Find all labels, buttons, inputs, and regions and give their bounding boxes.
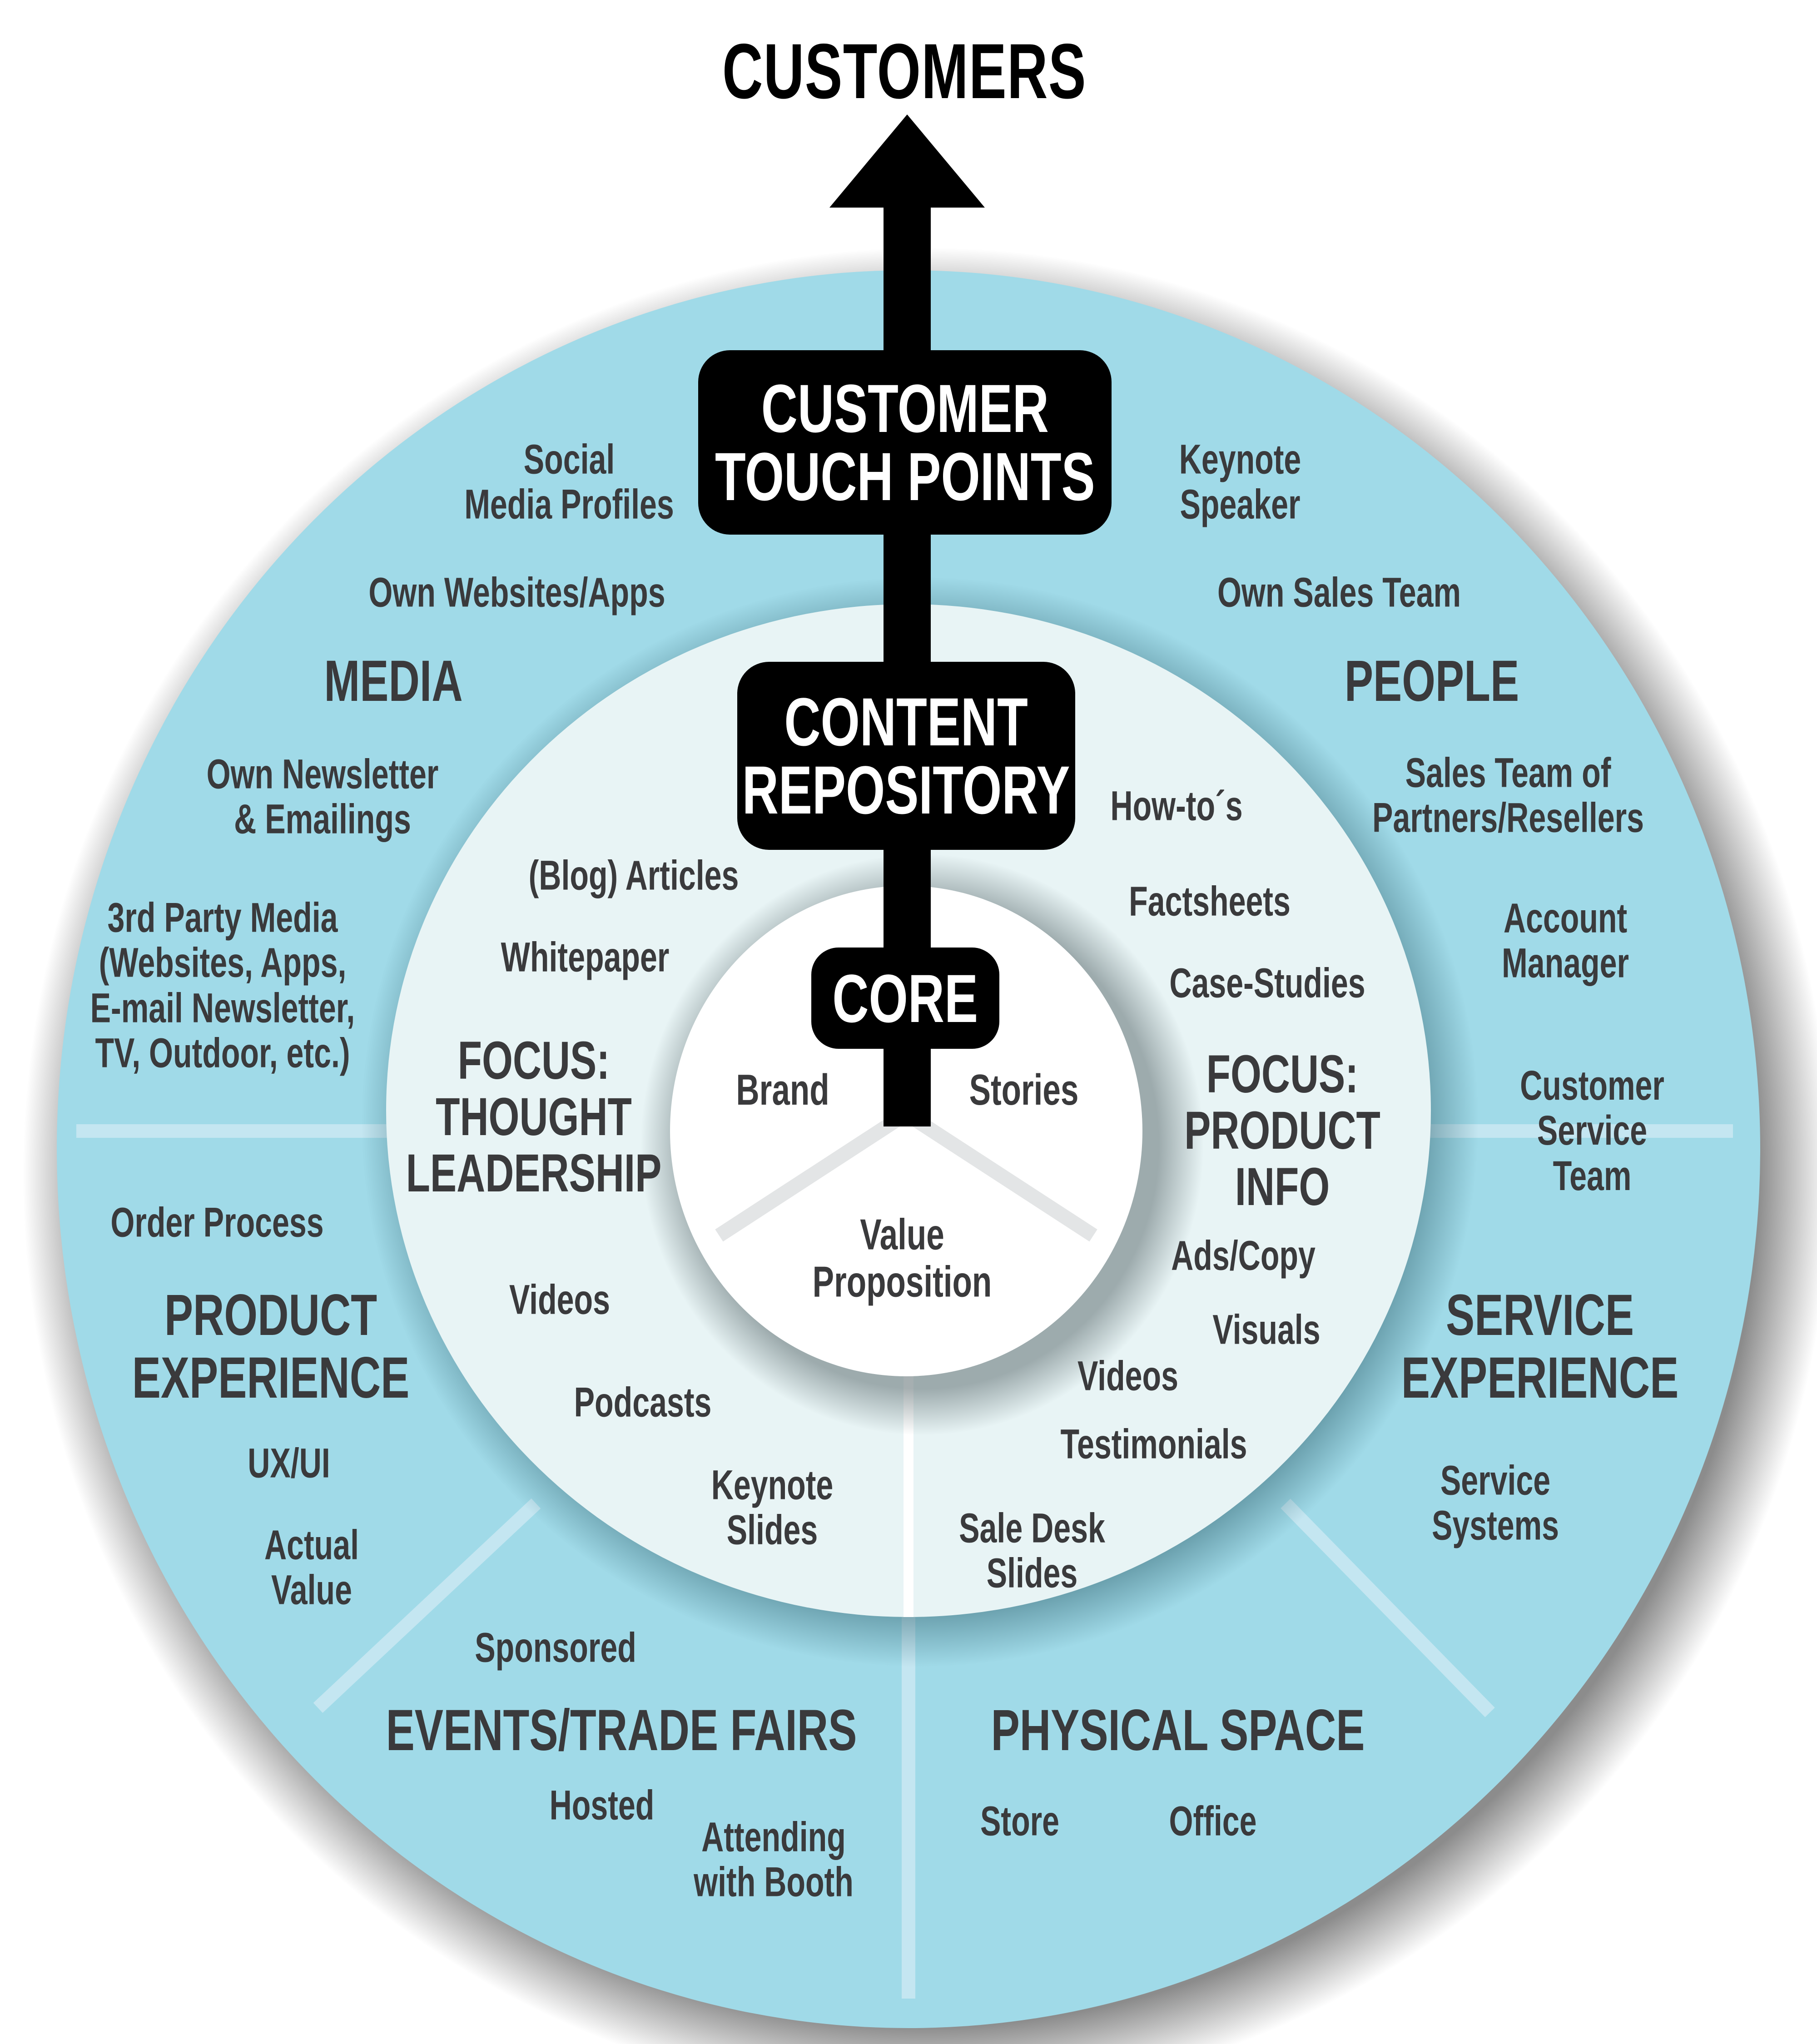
focus-left-line-3: LEADERSHIP xyxy=(406,1143,662,1203)
content-item-visuals: Visuals xyxy=(1212,1306,1321,1353)
service-systems-line-1: Service xyxy=(1440,1457,1551,1504)
booth-line-2: with Booth xyxy=(694,1859,854,1905)
content-item-keynote-slides: Keynote Slides xyxy=(711,1463,834,1553)
focus-left-line-2: THOUGHT xyxy=(436,1087,632,1147)
touchpoint-order-process: Order Process xyxy=(110,1199,324,1246)
cst-line-1: Customer xyxy=(1520,1062,1664,1109)
content-item-videos-left: Videos xyxy=(509,1276,610,1323)
third-party-line-2: (Websites, Apps, xyxy=(99,939,347,986)
value-proposition-line-1: Value xyxy=(860,1210,944,1259)
content-repository-line-1: CONTENT xyxy=(784,684,1028,760)
focus-product-info: FOCUS: PRODUCT INFO xyxy=(1184,1044,1380,1217)
arrow-head xyxy=(829,114,985,208)
content-repository-line-2: REPOSITORY xyxy=(742,752,1070,828)
touchpoint-own-sales-team: Own Sales Team xyxy=(1217,569,1461,616)
touchpoint-ux-ui: UX/UI xyxy=(248,1440,330,1487)
category-product-experience: PRODUCT EXPERIENCE xyxy=(132,1284,410,1409)
touch-points-box: CUSTOMER TOUCH POINTS xyxy=(698,350,1112,535)
keynote-slides-line-1: Keynote xyxy=(711,1462,834,1508)
newsletter-line-2: & Emailings xyxy=(234,796,411,843)
sale-desk-line-1: Sale Desk xyxy=(959,1505,1105,1552)
content-item-sale-desk-slides: Sale Desk Slides xyxy=(959,1506,1105,1597)
touchpoint-social-media-profiles: Social Media Profiles xyxy=(464,437,674,528)
cst-line-3: Team xyxy=(1553,1152,1632,1199)
category-people: PEOPLE xyxy=(1344,648,1519,714)
category-media: MEDIA xyxy=(324,648,463,714)
touchpoint-actual-value: Actual Value xyxy=(264,1523,359,1613)
focus-left-line-1: FOCUS: xyxy=(457,1031,610,1091)
service-systems-line-2: Systems xyxy=(1431,1503,1559,1549)
touchpoint-office: Office xyxy=(1169,1798,1257,1845)
account-line-1: Account xyxy=(1503,895,1628,942)
account-line-2: Manager xyxy=(1502,940,1629,987)
content-item-videos-right: Videos xyxy=(1077,1353,1178,1399)
focus-thought-leadership: FOCUS: THOUGHT LEADERSHIP xyxy=(406,1031,662,1203)
category-physical-space: PHYSICAL SPACE xyxy=(991,1697,1365,1763)
core-item-stories: Stories xyxy=(969,1066,1079,1115)
partners-line-2: Partners/Resellers xyxy=(1372,795,1644,841)
focus-right-line-1: FOCUS: xyxy=(1206,1044,1359,1105)
focus-right-line-3: INFO xyxy=(1235,1156,1330,1217)
touchpoint-partner-sales-team: Sales Team of Partners/Resellers xyxy=(1372,749,1644,841)
touchpoint-service-systems: Service Systems xyxy=(1431,1457,1559,1549)
content-item-whitepaper: Whitepaper xyxy=(501,934,670,981)
touchpoint-hosted: Hosted xyxy=(549,1782,655,1829)
content-item-blog-articles: (Blog) Articles xyxy=(528,852,739,899)
content-item-how-tos: How-to´s xyxy=(1110,783,1243,829)
core-circle xyxy=(670,886,1142,1376)
divider-lower-left xyxy=(313,1498,541,1713)
sale-desk-line-2: Slides xyxy=(986,1550,1078,1597)
touchpoint-own-websites-apps: Own Websites/Apps xyxy=(368,569,665,616)
touchpoint-attending-with-booth: Attending with Booth xyxy=(694,1815,854,1905)
product-experience-line-2: EXPERIENCE xyxy=(132,1345,410,1410)
touchpoint-keynote-speaker: Keynote Speaker xyxy=(1179,437,1301,528)
content-item-case-studies: Case-Studies xyxy=(1169,960,1365,1007)
cst-line-2: Service xyxy=(1537,1107,1648,1154)
partners-line-1: Sales Team of xyxy=(1405,749,1611,796)
service-experience-line-2: EXPERIENCE xyxy=(1401,1345,1679,1410)
content-repository-box: CONTENT REPOSITORY xyxy=(737,662,1075,850)
category-events-trade-fairs: EVENTS/TRADE FAIRS xyxy=(386,1697,857,1763)
category-service-experience: SERVICE EXPERIENCE xyxy=(1401,1284,1679,1409)
core-item-brand: Brand xyxy=(736,1066,829,1115)
keynote-slides-line-2: Slides xyxy=(726,1507,818,1553)
keynote-speaker-line-1: Keynote xyxy=(1179,436,1301,483)
core-box-label: CORE xyxy=(832,960,978,1037)
core-item-value-proposition: Value Proposition xyxy=(813,1211,992,1305)
third-party-line-3: E-mail Newsletter, xyxy=(90,985,355,1031)
booth-line-1: Attending xyxy=(701,1814,846,1860)
service-experience-line-1: SERVICE xyxy=(1445,1282,1634,1348)
touchpoint-store: Store xyxy=(980,1798,1060,1845)
keynote-speaker-line-2: Speaker xyxy=(1180,481,1301,528)
touchpoint-own-newsletter: Own Newsletter & Emailings xyxy=(207,752,439,843)
focus-right-line-2: PRODUCT xyxy=(1184,1101,1380,1161)
value-proposition-line-2: Proposition xyxy=(812,1257,992,1306)
touchpoint-customer-service-team: Customer Service Team xyxy=(1520,1063,1664,1199)
touch-points-line-2: TOUCH POINTS xyxy=(715,438,1095,515)
social-line-1: Social xyxy=(523,436,615,483)
actual-value-line-2: Value xyxy=(271,1567,352,1613)
touchpoint-sponsored: Sponsored xyxy=(475,1624,636,1671)
third-party-line-4: TV, Outdoor, etc.) xyxy=(95,1030,350,1077)
content-item-ads-copy: Ads/Copy xyxy=(1171,1232,1316,1279)
content-item-factsheets: Factsheets xyxy=(1129,878,1291,925)
third-party-line-1: 3rd Party Media xyxy=(107,894,338,941)
actual-value-line-1: Actual xyxy=(264,1522,359,1568)
divider-lower-right xyxy=(1281,1498,1495,1717)
product-experience-line-1: PRODUCT xyxy=(164,1282,377,1348)
content-item-testimonials: Testimonials xyxy=(1060,1421,1247,1468)
social-line-2: Media Profiles xyxy=(464,481,674,528)
touchpoint-third-party-media: 3rd Party Media (Websites, Apps, E-mail … xyxy=(90,895,355,1076)
content-item-podcasts: Podcasts xyxy=(574,1379,712,1426)
touchpoint-account-manager: Account Manager xyxy=(1502,896,1629,987)
core-box: CORE xyxy=(811,948,999,1049)
touch-points-line-1: CUSTOMER xyxy=(761,370,1049,447)
customers-title: CUSTOMERS xyxy=(722,28,1087,115)
newsletter-line-1: Own Newsletter xyxy=(206,751,439,798)
